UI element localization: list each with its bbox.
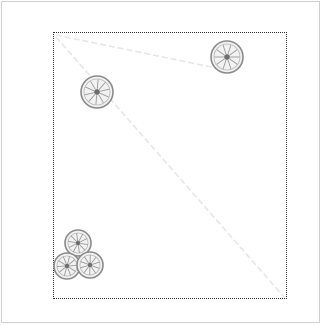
citrus-slice-icon[interactable] — [81, 76, 113, 108]
citrus-slice-icon[interactable] — [211, 41, 243, 73]
trail-line-top — [56, 35, 226, 70]
citrus-slice-icon[interactable] — [54, 253, 80, 279]
fruit-slices — [54, 41, 243, 279]
citrus-slice-icon[interactable] — [77, 252, 103, 278]
